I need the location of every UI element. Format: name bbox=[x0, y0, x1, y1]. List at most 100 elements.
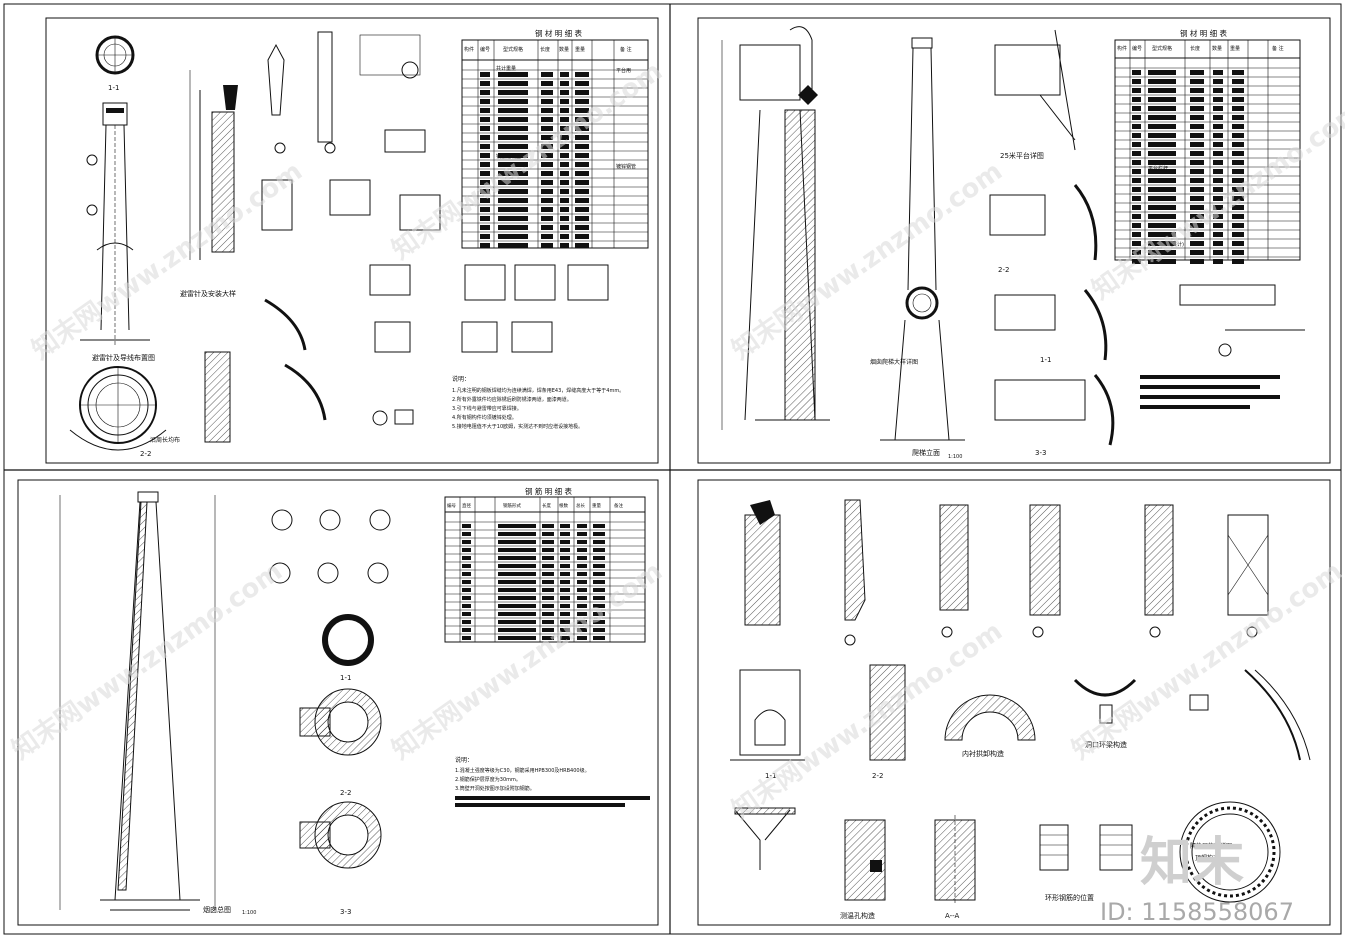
table-cell-fill bbox=[1213, 214, 1223, 219]
notes-3: 说明： 1.混凝土强度等级为C30，钢筋采用HPB300及HRB400级。 2.… bbox=[455, 756, 650, 807]
table-cell-fill bbox=[1232, 106, 1244, 111]
table-cell-fill bbox=[560, 596, 570, 600]
table-cell-fill bbox=[560, 564, 570, 568]
table-cell-fill bbox=[541, 243, 553, 248]
heat-insulation-label: 隔热层构造详图 bbox=[1190, 842, 1232, 850]
table-cell-fill bbox=[575, 180, 589, 185]
table-cell-fill bbox=[1132, 214, 1141, 219]
table-cell-fill bbox=[1232, 214, 1244, 219]
table-cell-fill bbox=[1132, 232, 1141, 237]
table-title: 钢 筋 明 细 表 bbox=[525, 486, 573, 496]
table-cell-fill bbox=[560, 588, 570, 592]
platform-title: 25米平台详图 bbox=[1000, 151, 1044, 160]
table-cell-fill bbox=[542, 612, 554, 616]
table-cell-fill bbox=[1132, 169, 1141, 174]
table-cell-fill bbox=[542, 524, 554, 528]
table-cell-fill bbox=[498, 72, 528, 77]
table-cell-fill bbox=[1190, 241, 1204, 246]
table-cell-fill bbox=[498, 636, 536, 640]
table-cell-fill bbox=[1232, 178, 1244, 183]
section-aa: A--A bbox=[945, 912, 960, 920]
table-cell-fill bbox=[577, 604, 587, 608]
table-cell-fill bbox=[1213, 259, 1223, 264]
table-cell-fill bbox=[1132, 142, 1141, 147]
table-cell-fill bbox=[1190, 205, 1204, 210]
table-cell-fill bbox=[560, 81, 569, 86]
table-cell-fill bbox=[542, 540, 554, 544]
table-cell-fill bbox=[1213, 79, 1223, 84]
table-header: 编号 bbox=[447, 502, 456, 509]
table-cell-fill bbox=[575, 234, 589, 239]
table-cell-fill bbox=[577, 540, 587, 544]
table-cell-fill bbox=[541, 144, 553, 149]
table-header: 长度 bbox=[540, 46, 550, 53]
table-cell-fill bbox=[498, 596, 536, 600]
table-cell-fill bbox=[1232, 160, 1244, 165]
table-cell-fill bbox=[1148, 196, 1176, 201]
table-cell-fill bbox=[1148, 223, 1176, 228]
table-cell-fill bbox=[498, 144, 528, 149]
table-header: 数量 bbox=[559, 46, 569, 53]
table-header: 数量 bbox=[1212, 45, 1222, 52]
table-cell-fill bbox=[480, 243, 490, 248]
table-cell-fill bbox=[498, 135, 528, 140]
table-header: 重量 bbox=[575, 46, 585, 53]
table-cell-fill bbox=[480, 135, 490, 140]
table-cell-fill bbox=[1232, 169, 1244, 174]
table-cell-fill bbox=[1132, 250, 1141, 255]
table-cell-fill bbox=[593, 612, 605, 616]
table-cell-fill bbox=[480, 108, 490, 113]
table-cell-fill bbox=[1213, 250, 1223, 255]
table-cell-fill bbox=[1232, 124, 1244, 129]
table-cell-fill bbox=[577, 628, 587, 632]
image-id: ID: 1158558067 bbox=[1100, 898, 1294, 926]
table-cell-fill bbox=[480, 153, 490, 158]
table-cell-fill bbox=[1132, 88, 1141, 93]
table-header: 根数 bbox=[559, 502, 568, 509]
note-line: 3.引下线与避雷带应可靠焊接。 bbox=[452, 405, 522, 412]
table-cell-fill bbox=[1190, 187, 1204, 192]
table-cell-fill bbox=[1148, 241, 1176, 246]
table-cell-fill bbox=[577, 620, 587, 624]
table-cell-fill bbox=[575, 162, 589, 167]
table-cell-fill bbox=[498, 99, 528, 104]
table-cell-fill bbox=[462, 572, 471, 576]
table-cell-fill bbox=[575, 225, 589, 230]
table-cell-fill bbox=[560, 135, 569, 140]
table-cell-fill bbox=[1232, 151, 1244, 156]
table-cell-fill bbox=[575, 171, 589, 176]
table-cell-fill bbox=[542, 636, 554, 640]
table-cell-fill bbox=[480, 171, 490, 176]
table-cell-fill bbox=[560, 117, 569, 122]
table-cell-fill bbox=[542, 604, 554, 608]
table-header: 总长 bbox=[576, 502, 585, 509]
table-cell-fill bbox=[542, 564, 554, 568]
table-cell-fill bbox=[575, 144, 589, 149]
table-cell-fill bbox=[560, 144, 569, 149]
table-cell-fill bbox=[1190, 169, 1204, 174]
note-line: 3.筒壁开洞处按图示加设附加钢筋。 bbox=[455, 785, 535, 792]
table-cell-fill bbox=[593, 572, 605, 576]
table-cell-fill bbox=[577, 612, 587, 616]
opening-details: 1-1 2-2 内衬拱卸构造 洞口环梁构造 bbox=[730, 664, 1311, 780]
note-line: 1.混凝土强度等级为C30，钢筋采用HPB300及HRB400级。 bbox=[455, 767, 590, 774]
table-cell-fill bbox=[541, 135, 553, 140]
table-header: 钢筋形式 bbox=[503, 502, 521, 509]
table-cell-fill bbox=[560, 524, 570, 528]
table-cell-fill bbox=[462, 556, 471, 560]
table-cell-fill bbox=[560, 207, 569, 212]
table-cell-fill bbox=[593, 540, 605, 544]
table-cell-fill bbox=[480, 207, 490, 212]
table-cell-fill bbox=[480, 99, 490, 104]
table-cell-fill bbox=[498, 588, 536, 592]
table-cell-fill bbox=[1213, 115, 1223, 120]
table-cell-fill bbox=[541, 153, 553, 158]
table-cell-fill bbox=[1148, 160, 1176, 165]
table-cell-fill bbox=[1148, 124, 1176, 129]
table-cell-fill bbox=[1132, 151, 1141, 156]
table-cell-fill bbox=[480, 216, 490, 221]
table-cell-fill bbox=[1132, 178, 1141, 183]
table-cell-fill bbox=[577, 556, 587, 560]
table-cell-fill bbox=[575, 189, 589, 194]
brand-logo: 知末 bbox=[1140, 833, 1244, 893]
